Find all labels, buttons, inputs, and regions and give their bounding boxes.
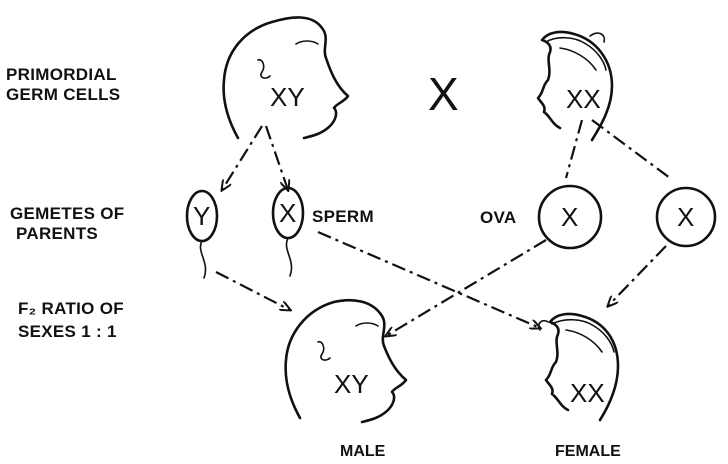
- sperm-x-letter: X: [279, 198, 296, 228]
- offspring-male-chromosomes: XY: [334, 369, 369, 399]
- arrow-x-to-female: [317, 230, 540, 328]
- male-caption: MALE: [340, 443, 386, 460]
- primordial-label-line2: GERM CELLS: [6, 85, 120, 104]
- ovum-1: X: [537, 184, 603, 250]
- arrow-y-to-male: [215, 271, 290, 310]
- ovum-2-letter: X: [677, 202, 694, 232]
- row-labels: PRIMORDIAL GERM CELLS GEMETES OF PARENTS…: [6, 65, 124, 341]
- ovum-1-letter: X: [561, 202, 578, 232]
- arrow-female-to-ovum2: [591, 119, 671, 179]
- arrow-female-to-ovum1: [564, 119, 584, 179]
- arrow-ovum2-to-female: [608, 245, 667, 306]
- primordial-label-line1: PRIMORDIAL: [6, 65, 117, 84]
- sperm-label: SPERM: [312, 207, 374, 226]
- parent-female-head: XX: [536, 30, 614, 142]
- parent-female-chromosomes: XX: [566, 84, 601, 114]
- arrow-male-to-x: [264, 125, 288, 190]
- arrow-male-to-y: [222, 125, 263, 190]
- ratio-label-line2: SEXES 1 : 1: [18, 322, 117, 341]
- ratio-label-line1: F₂ RATIO OF: [18, 299, 124, 318]
- ovum-2: X: [655, 186, 717, 248]
- sperm-y: Y: [185, 189, 219, 279]
- offspring-male-head: XY: [284, 298, 408, 424]
- fertilisation-arrows: [215, 230, 667, 336]
- parent-male-chromosomes: XY: [270, 82, 305, 112]
- offspring-female-head: XX: [537, 312, 620, 422]
- parent-male-head: XY: [222, 16, 350, 140]
- cross-symbol: X: [428, 68, 459, 120]
- arrow-ovum1-to-male: [386, 239, 547, 336]
- gametes-label-line1: GEMETES OF: [10, 204, 124, 223]
- sperm-y-letter: Y: [193, 201, 210, 231]
- gametes-label-line2: PARENTS: [16, 224, 98, 243]
- meiosis-arrows: [222, 119, 671, 190]
- offspring-female-chromosomes: XX: [570, 378, 605, 408]
- ova-label: OVA: [480, 208, 516, 227]
- sperm-x: X: [271, 186, 305, 277]
- female-caption: FEMALE: [555, 443, 621, 460]
